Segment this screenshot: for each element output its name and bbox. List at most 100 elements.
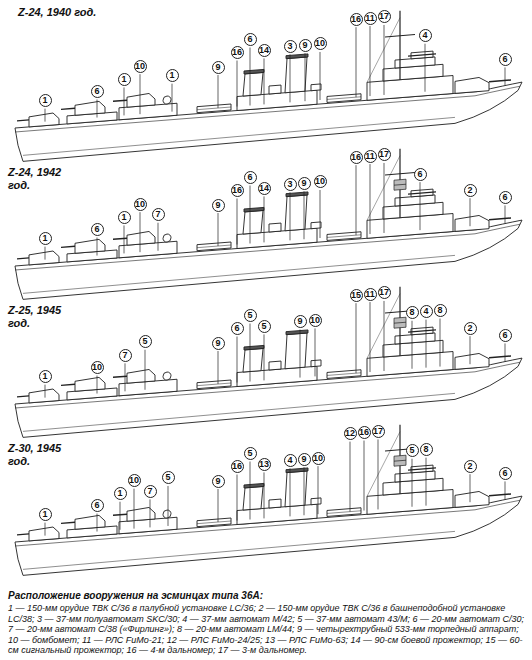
leader-line (250, 462, 251, 520)
callout-number: 5 (162, 471, 175, 484)
leader-line (150, 499, 151, 527)
leader-line (264, 196, 265, 242)
callout-number: 10 (91, 361, 104, 374)
callout-number: 16 (231, 184, 244, 197)
callout-number: 6 (244, 171, 257, 184)
callout-number: 4 (284, 454, 297, 467)
leader-line (158, 223, 159, 251)
leader-line (384, 301, 385, 371)
callout-number: 3 (284, 178, 297, 191)
callout-number: 6 (91, 499, 104, 512)
leader-line (356, 165, 357, 235)
leader-line (370, 164, 371, 234)
callout-number: 9 (212, 199, 225, 212)
callout-number: 10 (314, 175, 327, 188)
leader-line (45, 247, 46, 260)
leader-line (505, 205, 506, 223)
leader-line (264, 58, 265, 104)
caption-title: Расположение вооружения на эсминцах типа… (8, 590, 524, 602)
ship-label: Z-24, 1940 год. (18, 6, 96, 19)
leader-line (120, 502, 121, 530)
leader-line (356, 27, 357, 97)
leader-line (370, 302, 371, 372)
leader-line (384, 25, 385, 95)
radar-antenna (394, 317, 406, 328)
callout-number: 6 (91, 85, 104, 98)
callout-number: 14 (258, 182, 271, 195)
leader-line (290, 54, 291, 102)
callout-number: 8 (420, 443, 433, 456)
leader-line (304, 191, 305, 239)
leader-line (264, 472, 265, 518)
callout-number: 5 (139, 335, 152, 348)
callout-number: 9 (294, 315, 307, 328)
leader-line (124, 225, 125, 253)
radar-antenna (394, 455, 406, 466)
leader-line (124, 87, 125, 115)
leader-line (237, 475, 238, 521)
leader-line (350, 442, 351, 512)
leader-line (470, 474, 471, 502)
leader-line (218, 213, 219, 246)
ship-profile (15, 139, 522, 300)
leader-line (125, 363, 126, 391)
ship-label: Z-24, 1942 год. (8, 166, 64, 192)
leader-line (470, 198, 471, 226)
leader-line (304, 467, 305, 515)
ship-label: Z-25, 1945 год. (8, 304, 64, 330)
callout-number: 6 (499, 191, 512, 204)
callout-number: 4 (420, 305, 433, 318)
callout-number: 10 (134, 198, 147, 211)
leader-line (318, 466, 319, 514)
leader-line (290, 192, 291, 240)
leader-line (305, 53, 306, 101)
callout-number: 10 (309, 314, 322, 327)
leader-line (218, 351, 219, 384)
leader-line (264, 334, 265, 380)
radar-antenna (394, 179, 406, 190)
callout-number: 6 (499, 329, 512, 342)
callout-number: 9 (212, 475, 225, 488)
callout-number: 16 (350, 151, 363, 164)
callout-number: 1 (114, 487, 127, 500)
callout-number: 8 (406, 306, 419, 319)
callout-number: 9 (298, 453, 311, 466)
leader-line (97, 100, 98, 118)
callout-number: 10 (134, 60, 147, 73)
callout-number: 1 (39, 508, 52, 521)
leader-line (412, 459, 413, 507)
callout-number: 1 (118, 211, 131, 224)
leader-line (45, 523, 46, 536)
callout-number: 1 (39, 94, 52, 107)
callout-number: 5 (406, 444, 419, 457)
callout-number: 14 (258, 44, 271, 57)
leader-line (145, 350, 146, 390)
callout-number: 11 (364, 12, 377, 25)
leader-line (420, 182, 421, 230)
leader-line (426, 320, 427, 368)
leader-line (250, 48, 251, 106)
ship-profile (15, 415, 522, 576)
leader-line (168, 486, 169, 526)
callout-number: 6 (231, 322, 244, 335)
leader-line (425, 44, 426, 92)
callout-number: 10 (128, 474, 141, 487)
leader-line (140, 212, 141, 252)
callout-number: 6 (499, 53, 512, 66)
callout-number: 16 (231, 460, 244, 473)
callout-number: 9 (212, 337, 225, 350)
leader-line (505, 343, 506, 361)
leader-line (384, 163, 385, 233)
leader-line (97, 514, 98, 532)
callout-number: 6 (499, 467, 512, 480)
leader-line (237, 337, 238, 383)
callout-number: 11 (364, 288, 377, 301)
leader-line (505, 67, 506, 85)
callout-number: 2 (464, 322, 477, 335)
callout-number: 9 (299, 39, 312, 52)
callout-number: 11 (364, 150, 377, 163)
callout-number: 1 (166, 69, 179, 82)
callout-number: 16 (350, 13, 363, 26)
callout-number: 2 (464, 460, 477, 473)
